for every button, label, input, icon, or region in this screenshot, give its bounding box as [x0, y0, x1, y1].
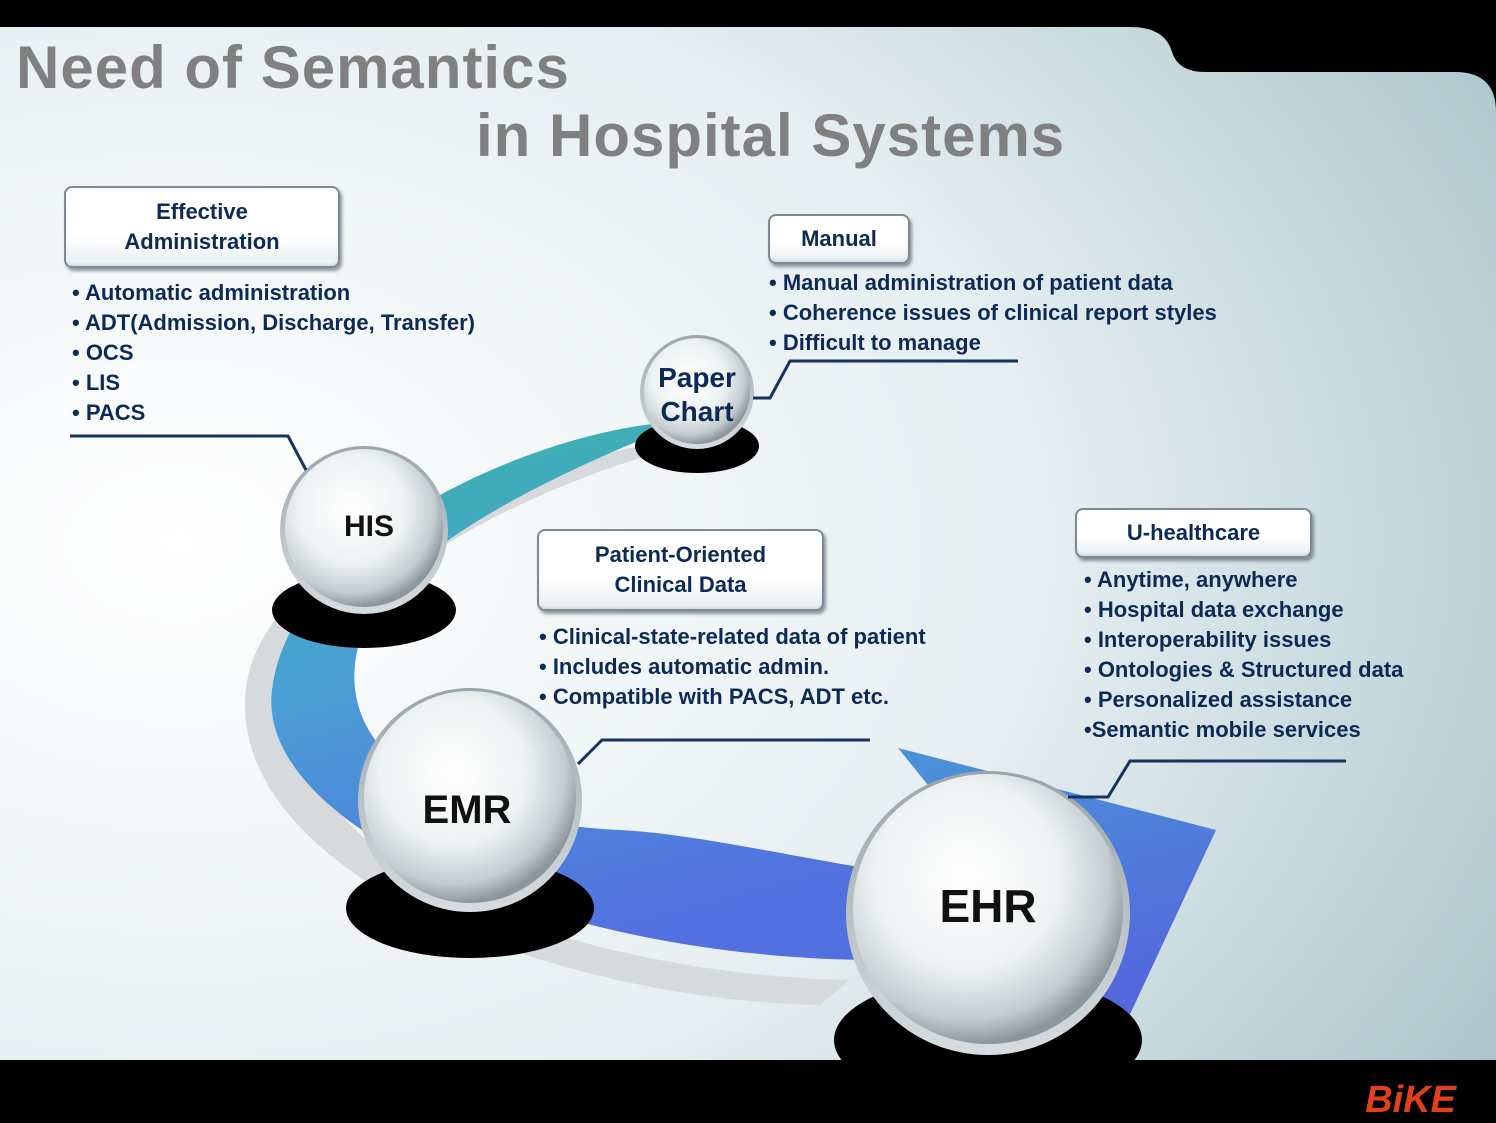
box-effective-administration-line1: Effective	[156, 199, 248, 224]
paper-chart-label-line1: Paper	[658, 362, 736, 393]
bike-logo: BiKE	[1365, 1079, 1456, 1121]
list-item: • LIS	[72, 370, 121, 395]
bullets-u-healthcare: • Anytime, anywhere • Hospital data exch…	[1084, 565, 1403, 745]
his-label: HIS	[343, 510, 394, 543]
list-item: • Ontologies & Structured data	[1084, 657, 1404, 682]
bullets-patient-oriented: • Clinical-state-related data of patient…	[539, 622, 926, 712]
list-item: • Clinical-state-related data of patient	[539, 624, 926, 649]
title-line2: in Hospital Systems	[476, 102, 1066, 169]
list-item: •Semantic mobile services	[1084, 717, 1361, 742]
list-item: • Compatible with PACS, ADT etc.	[539, 684, 889, 709]
box-patient-oriented-line2: Clinical Data	[614, 572, 747, 597]
bullets-manual: • Manual administration of patient data …	[769, 268, 1217, 358]
title-line1: Need of Semantics	[16, 34, 570, 101]
list-item: • PACS	[72, 400, 146, 425]
box-manual-line1: Manual	[801, 226, 877, 251]
list-item: • Difficult to manage	[769, 330, 981, 355]
list-item: • Coherence issues of clinical report st…	[769, 300, 1217, 325]
box-manual: Manual	[768, 214, 910, 264]
connector-his	[70, 434, 308, 471]
ehr-ball	[846, 771, 1130, 1055]
list-item: • OCS	[72, 340, 134, 365]
connector-ehr	[1068, 759, 1346, 799]
box-effective-administration-line2: Administration	[124, 229, 280, 254]
emr-ball	[358, 688, 582, 912]
box-u-healthcare: U-healthcare	[1075, 508, 1312, 558]
list-item: • Automatic administration	[72, 280, 351, 305]
paper-chart-label-line2: Chart	[660, 396, 734, 427]
list-item: • Interoperability issues	[1084, 627, 1332, 652]
list-item: • Includes automatic admin.	[539, 654, 830, 679]
his-ball	[280, 446, 448, 614]
box-patient-oriented-line1: Patient-Oriented	[594, 542, 767, 567]
list-item: • Anytime, anywhere	[1084, 567, 1298, 592]
ehr-label: EHR	[939, 880, 1037, 932]
paper-chart-label: Paper Chart	[647, 361, 747, 429]
list-item: • ADT(Admission, Discharge, Transfer)	[72, 310, 475, 335]
box-patient-oriented: Patient-Oriented Clinical Data	[537, 529, 824, 611]
connector-paper-chart	[753, 359, 1018, 400]
box-effective-administration: Effective Administration	[64, 186, 340, 268]
emr-label: EMR	[422, 788, 512, 832]
connector-emr	[576, 738, 870, 766]
list-item: • Personalized assistance	[1084, 687, 1353, 712]
list-item: • Manual administration of patient data	[769, 270, 1173, 295]
paper-chart-ball	[640, 335, 754, 449]
bullets-effective-administration: • Automatic administration • ADT(Admissi…	[72, 278, 475, 428]
box-u-healthcare-line1: U-healthcare	[1126, 520, 1261, 545]
list-item: • Hospital data exchange	[1084, 597, 1344, 622]
